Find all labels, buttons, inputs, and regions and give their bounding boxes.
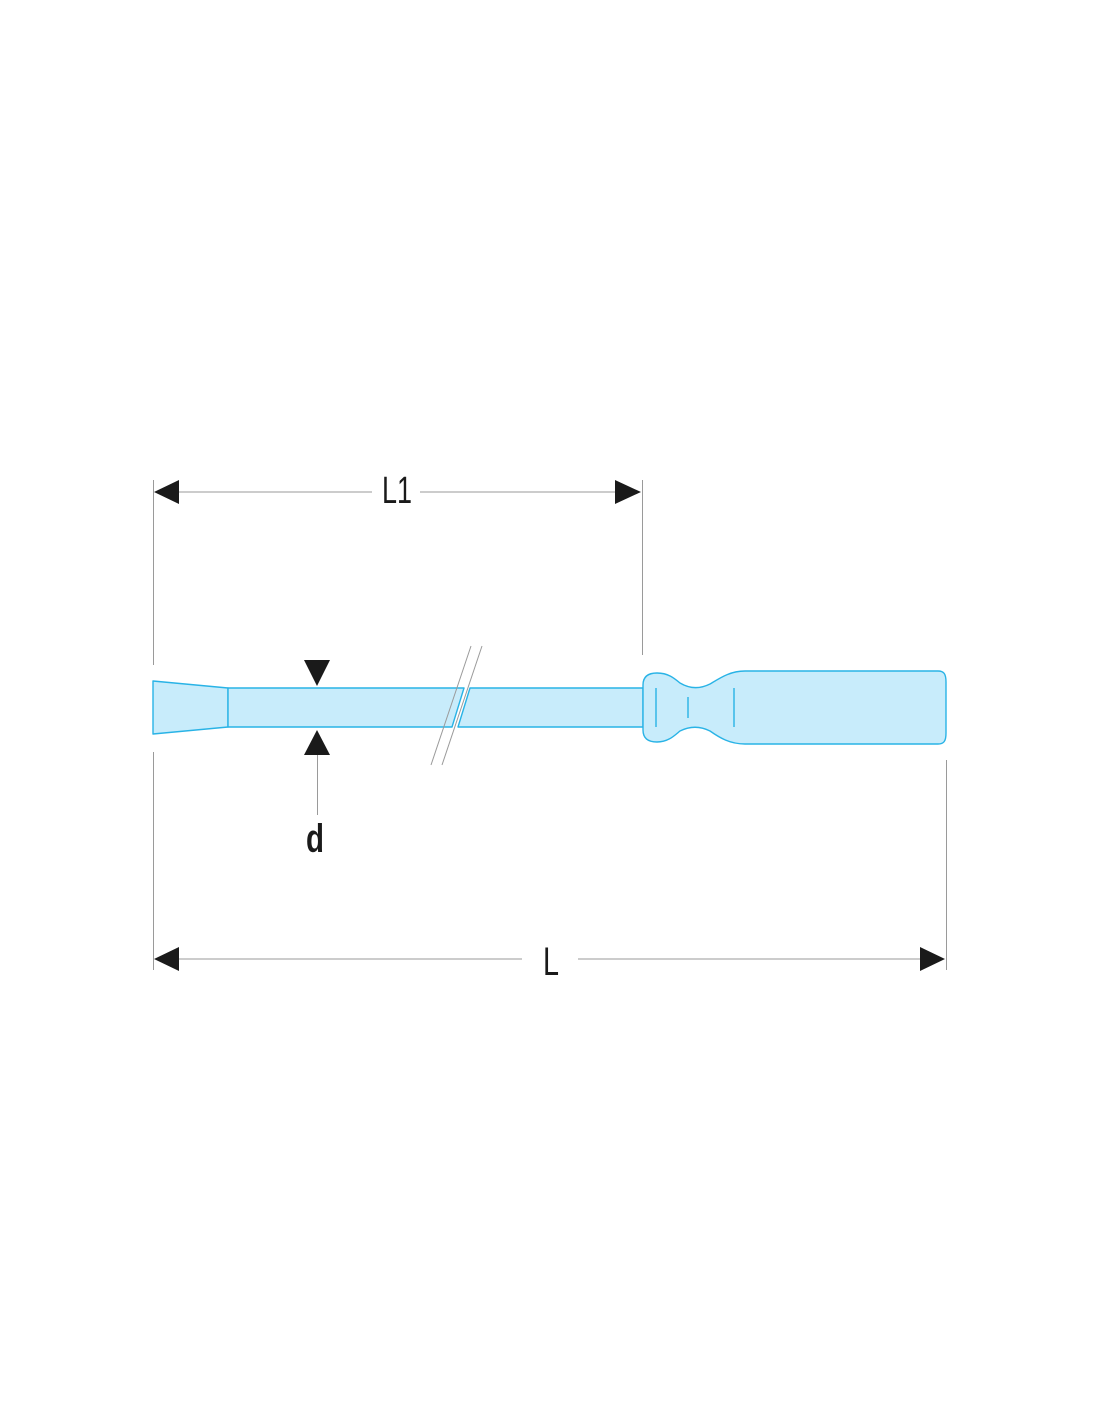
screwdriver-handle <box>642 670 947 745</box>
screwdriver-blade-tip <box>152 680 229 735</box>
screwdriver <box>152 670 947 745</box>
shaft-length-label: L1 <box>382 470 412 512</box>
shaft-break-marks <box>430 645 483 766</box>
break-line-right <box>441 645 483 766</box>
break-line-left <box>430 645 472 766</box>
screwdriver-shaft-left <box>227 687 465 728</box>
overall-length-arrow-right <box>920 947 945 971</box>
diameter-arrow-bottom <box>304 730 330 755</box>
overall-length-dimension: L <box>154 940 945 984</box>
diameter-dimension: d <box>304 660 330 861</box>
shaft-length-dimension: L1 <box>154 470 641 512</box>
shaft-length-arrow-right <box>615 480 641 504</box>
shaft-length-arrow-left <box>154 480 179 504</box>
overall-length-arrow-left <box>154 947 179 971</box>
screwdriver-shaft-right <box>457 687 644 728</box>
diameter-label: d <box>306 817 324 861</box>
overall-length-label: L <box>543 940 559 984</box>
extension-lines <box>153 480 947 970</box>
diameter-arrow-top <box>304 660 330 686</box>
